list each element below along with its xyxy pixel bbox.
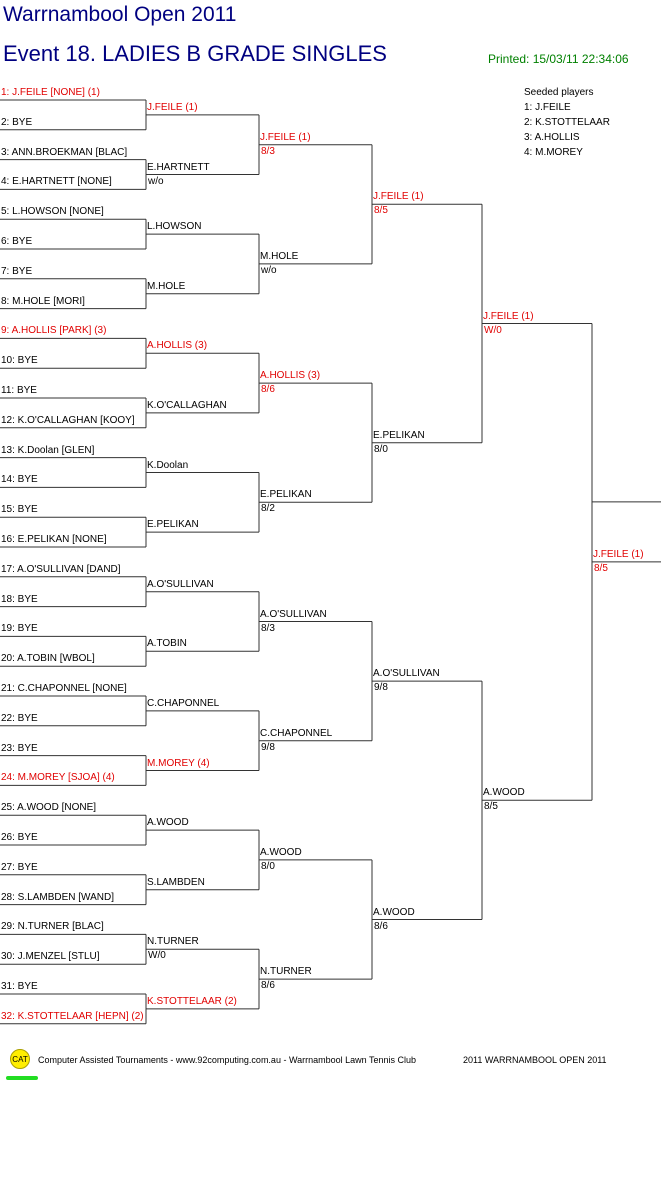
player-name: N.TURNER [147, 936, 199, 948]
player-name: 23: BYE [1, 742, 38, 754]
match-score: w/o [148, 175, 164, 187]
player-name: 17: A.O'SULLIVAN [DAND] [1, 563, 121, 575]
match-score: 8/2 [261, 503, 275, 515]
player-name: J.FEILE (1) [593, 548, 644, 560]
match-score: 8/5 [594, 562, 608, 574]
player-name: 13: K.Doolan [GLEN] [1, 444, 95, 456]
seeded-heading: Seeded players [524, 87, 594, 98]
match-score: 8/3 [261, 622, 275, 634]
event-title: Event 18. LADIES B GRADE SINGLES [3, 41, 387, 66]
player-name: K.STOTTELAAR (2) [147, 995, 237, 1007]
match-score: 8/5 [484, 801, 498, 813]
player-name: 5: L.HOWSON [NONE] [1, 206, 104, 218]
player-name: M.HOLE [147, 280, 186, 292]
match-score: 8/0 [261, 860, 275, 872]
match-score: 8/6 [261, 384, 275, 396]
seeded-players-list: Seeded players 1: J.FEILE 2: K.STOTTELAA… [524, 85, 610, 160]
player-name: C.CHAPONNEL [260, 727, 333, 739]
match-score: 9/8 [261, 741, 275, 753]
match-score: 8/6 [261, 980, 275, 992]
player-name: N.TURNER [260, 966, 312, 978]
seeded-player: 1: J.FEILE [524, 102, 571, 113]
player-name: J.FEILE (1) [147, 101, 198, 113]
player-name: A.HOLLIS (3) [147, 340, 208, 352]
player-name: 4: E.HARTNETT [NONE] [1, 176, 112, 188]
cat-logo-icon: CAT [10, 1049, 30, 1069]
player-name: 19: BYE [1, 623, 38, 635]
player-name: 12: K.O'CALLAGHAN [KOOY] [1, 414, 135, 426]
player-name: 22: BYE [1, 712, 38, 724]
match-score: 9/8 [374, 682, 388, 694]
cat-logo-underline [6, 1076, 38, 1080]
player-name: K.Doolan [147, 459, 189, 471]
player-name: 16: E.PELIKAN [NONE] [1, 534, 107, 545]
player-name: E.PELIKAN [373, 429, 425, 441]
match-score: 8/3 [261, 145, 275, 157]
player-name: 24: M.MOREY [SJOA] (4) [1, 772, 115, 784]
player-name: S.LAMBDEN [147, 876, 205, 888]
player-name: A.HOLLIS (3) [260, 370, 321, 382]
player-name: 26: BYE [1, 832, 38, 843]
seeded-player: 2: K.STOTTELAAR [524, 117, 610, 128]
match-score: W/0 [148, 950, 166, 962]
player-name: A.WOOD [260, 846, 302, 858]
match-score: 8/5 [374, 205, 388, 217]
player-name: J.FEILE (1) [483, 310, 534, 322]
footer-event: 2011 WARRNAMBOOL OPEN 2011 [463, 1055, 607, 1065]
player-name: J.FEILE (1) [260, 131, 311, 143]
player-name: 31: BYE [1, 981, 38, 992]
match-score: W/0 [484, 324, 502, 336]
match-score: 8/6 [374, 920, 388, 932]
player-name: A.O'SULLIVAN [373, 668, 440, 680]
player-name: M.MOREY (4) [147, 757, 210, 769]
player-name: 8: M.HOLE [MORI] [1, 295, 85, 307]
printed-timestamp: Printed: 15/03/11 22:34:06 [488, 52, 629, 66]
player-name: 25: A.WOOD [NONE] [1, 802, 97, 814]
player-name: A.WOOD [147, 817, 189, 829]
player-name: 9: A.HOLLIS [PARK] (3) [1, 325, 107, 337]
player-name: 32: K.STOTTELAAR [HEPN] (2) [1, 1010, 144, 1022]
player-name: 28: S.LAMBDEN [WAND] [1, 891, 114, 903]
player-name: 30: J.MENZEL [STLU] [1, 951, 100, 963]
player-name: 2: BYE [1, 116, 33, 128]
player-name: E.PELIKAN [260, 489, 312, 501]
player-name: 29: N.TURNER [BLAC] [1, 921, 104, 933]
player-name: 27: BYE [1, 861, 38, 873]
player-name: 21: C.CHAPONNEL [NONE] [1, 683, 127, 694]
player-name: 6: BYE [1, 236, 33, 247]
seeded-player: 4: M.MOREY [524, 147, 583, 158]
player-name: A.O'SULLIVAN [260, 608, 327, 620]
player-name: 3: ANN.BROEKMAN [BLAC] [1, 146, 128, 158]
player-name: 15: BYE [1, 504, 38, 516]
match-score: w/o [261, 264, 277, 276]
player-name: K.O'CALLAGHAN [147, 399, 227, 411]
player-name: 11: BYE [1, 385, 37, 396]
footer-credit: Computer Assisted Tournaments - www.92co… [38, 1055, 417, 1065]
player-name: 1: J.FEILE [NONE] (1) [1, 87, 100, 98]
player-name: 14: BYE [1, 474, 38, 486]
player-name: J.FEILE (1) [373, 191, 424, 203]
player-name: E.PELIKAN [147, 519, 199, 531]
tournament-title: Warrnambool Open 2011 [3, 3, 237, 26]
player-name: A.O'SULLIVAN [147, 578, 214, 590]
match-score: 8/0 [374, 443, 388, 455]
seeded-player: 3: A.HOLLIS [524, 132, 580, 143]
player-name: 20: A.TOBIN [WBOL] [1, 653, 95, 665]
player-name: 7: BYE [1, 265, 33, 277]
player-name: M.HOLE [260, 250, 299, 262]
player-name: E.HARTNETT [147, 161, 210, 173]
player-name: A.WOOD [483, 787, 525, 799]
player-name: A.WOOD [373, 906, 415, 918]
player-name: L.HOWSON [147, 221, 202, 233]
player-name: 10: BYE [1, 355, 38, 367]
player-name: 18: BYE [1, 593, 38, 605]
player-name: A.TOBIN [147, 638, 187, 650]
player-name: C.CHAPONNEL [147, 697, 220, 709]
